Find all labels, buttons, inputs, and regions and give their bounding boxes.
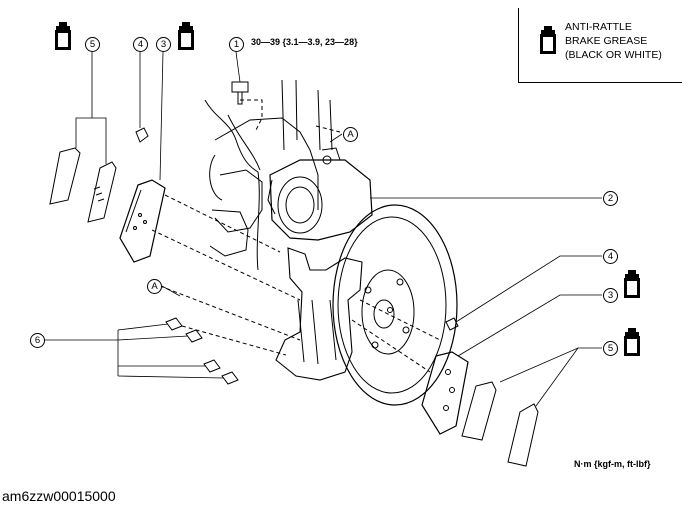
steering-knuckle xyxy=(209,79,333,257)
right-guide-clip xyxy=(445,317,459,331)
legend-line-2: BRAKE GREASE xyxy=(565,35,648,47)
left-pad-shims xyxy=(49,147,117,223)
caliper-bolt xyxy=(231,81,249,105)
leader-lines xyxy=(44,51,602,407)
legend-line-1: ANTI-RATTLE xyxy=(565,21,632,33)
torque-units: N·m {kgf-m, ft-lbf} xyxy=(574,459,651,469)
callout-3-left: 3 xyxy=(156,37,171,52)
callout-5-left: 5 xyxy=(85,37,100,52)
support-clips xyxy=(165,317,239,385)
grease-can-icon xyxy=(624,270,640,298)
callout-2: 2 xyxy=(603,191,618,206)
grease-can-icon xyxy=(55,22,71,50)
grease-can-icon xyxy=(178,22,194,50)
brake-disc xyxy=(332,204,458,406)
right-brake-pad xyxy=(421,351,469,435)
reference-mark-a-top: A xyxy=(343,127,358,142)
callout-5-right: 5 xyxy=(603,341,618,356)
image-id: am6zzw00015000 xyxy=(2,488,116,504)
right-pad-shims xyxy=(461,381,539,467)
torque-specification: 30—39 {3.1—3.9, 23—28} xyxy=(251,37,358,47)
callout-1: 1 xyxy=(229,37,244,52)
legend-line-3: (BLACK OR WHITE) xyxy=(565,49,662,61)
brake-caliper xyxy=(267,147,373,241)
grease-can-icon xyxy=(540,26,556,54)
callout-6: 6 xyxy=(30,333,45,348)
brake-caliper-exploded-diagram xyxy=(44,51,602,467)
reference-mark-a-bottom: A xyxy=(147,279,162,294)
callout-4-right: 4 xyxy=(603,249,618,264)
caliper-bracket xyxy=(275,247,363,381)
callout-3-right: 3 xyxy=(603,288,618,303)
legend-box xyxy=(518,8,682,83)
grease-can-icon xyxy=(624,328,640,356)
callout-4-left: 4 xyxy=(133,37,148,52)
alignment-lines xyxy=(151,99,441,373)
left-guide-clip xyxy=(135,127,149,143)
left-brake-pad xyxy=(119,179,166,263)
brake-hose xyxy=(204,99,260,271)
legend-text: ANTI-RATTLE BRAKE GREASE (BLACK OR WHITE… xyxy=(565,20,662,62)
